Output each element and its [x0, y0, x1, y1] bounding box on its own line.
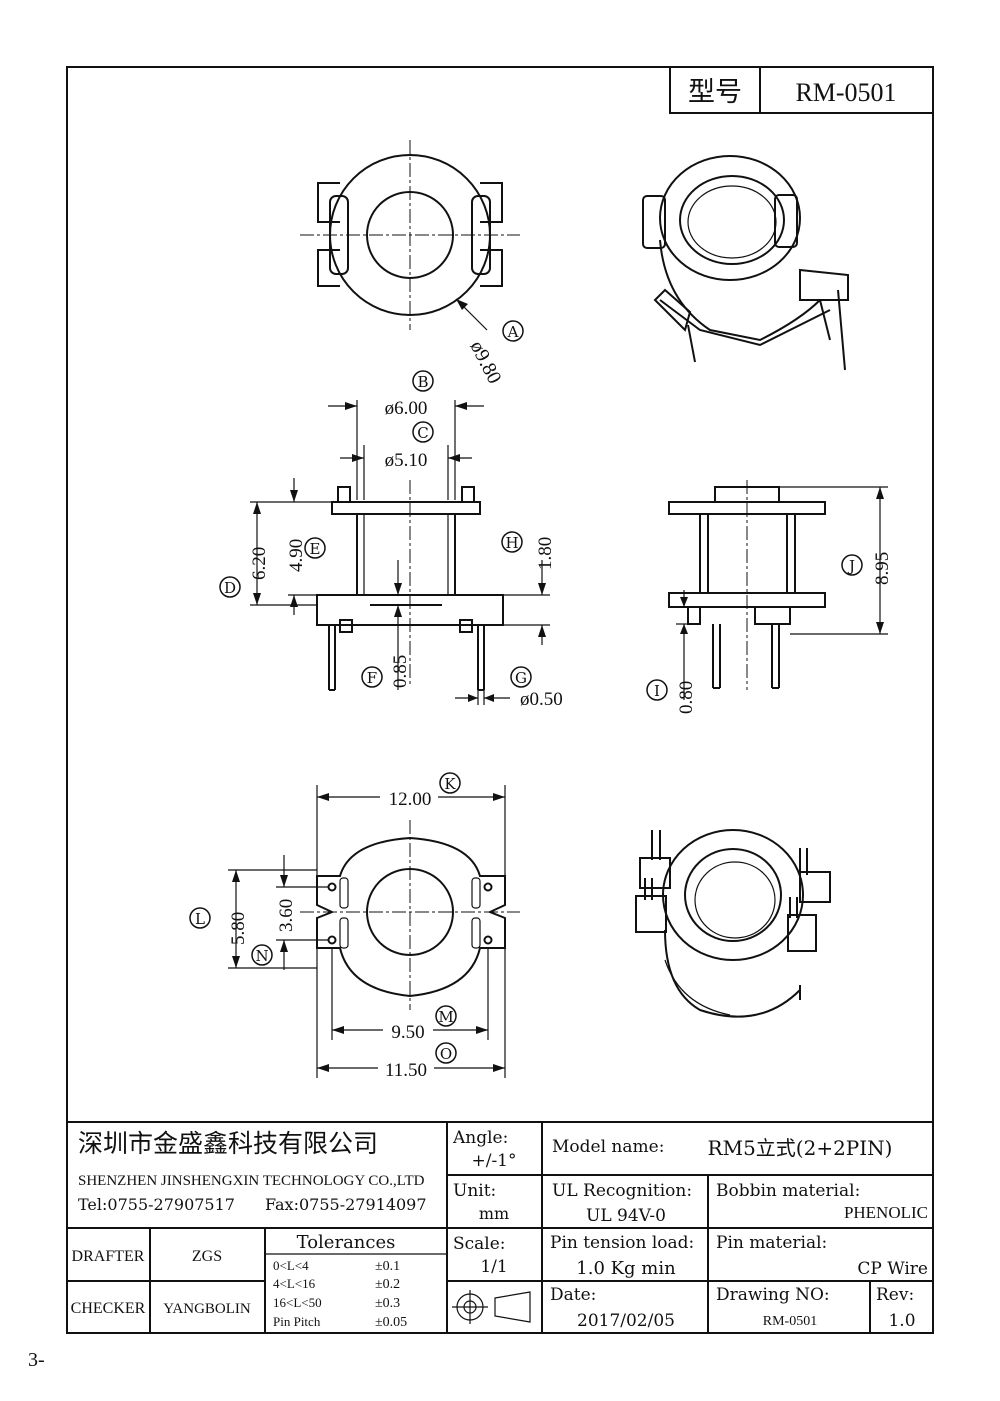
tolerance-value: ±0.3 — [375, 1296, 400, 1311]
company-name-cn: 深圳市金盛鑫科技有限公司 — [78, 1129, 378, 1158]
tolerance-table: 0<L<4 ±0.1 4<L<16 ±0.2 16<L<50 ±0.3 Pin … — [273, 1258, 407, 1330]
dim-I-letter: I — [654, 682, 660, 700]
tolerance-range: 16<L<50 — [273, 1295, 322, 1310]
tolerance-range: 4<L<16 — [273, 1276, 316, 1291]
tolerance-range: 0<L<4 — [273, 1258, 309, 1273]
dim-F-letter: F — [367, 669, 377, 687]
drawing-no-value: RM-0501 — [763, 1314, 817, 1329]
dim-I-value: 0.80 — [676, 681, 697, 714]
dim-N-letter: N — [255, 947, 268, 965]
dim-H-value: 1.80 — [535, 537, 556, 570]
model-name-value: RM5立式(2+2PIN) — [708, 1136, 893, 1160]
dim-E-letter: E — [310, 540, 321, 558]
angle-label: Angle: — [452, 1128, 508, 1148]
tolerance-value: ±0.2 — [375, 1277, 400, 1292]
date-value: 2017/02/05 — [577, 1311, 675, 1331]
company-name-en: SHENZHEN JINSHENGXIN TECHNOLOGY CO.,LTD — [78, 1173, 425, 1189]
top-view: A ø9.80 — [300, 140, 524, 387]
tolerance-range: Pin Pitch — [273, 1314, 321, 1329]
model-header-box: 型号 RM-0501 — [669, 66, 934, 114]
dim-D-value: 6.20 — [249, 547, 270, 580]
bobbin-label: Bobbin material: — [716, 1181, 860, 1201]
dim-A-letter: A — [507, 323, 519, 341]
iso-view-bottom — [635, 829, 831, 1018]
checker-label: CHECKER — [71, 1300, 146, 1317]
drafter-value: ZGS — [192, 1248, 222, 1265]
dim-B-letter: B — [417, 373, 428, 391]
dim-K-value: 12.00 — [389, 789, 432, 810]
dim-H-letter: H — [505, 534, 518, 552]
tolerance-value: ±0.1 — [375, 1259, 400, 1274]
dim-C-value: ø5.10 — [385, 450, 428, 471]
dim-M-value: 9.50 — [391, 1022, 424, 1043]
ul-label: UL Recognition: — [552, 1181, 692, 1201]
dim-F-value: 0.85 — [390, 655, 411, 688]
model-label: 型号 — [688, 77, 742, 108]
dim-O-letter: O — [440, 1045, 452, 1063]
dim-L-value: 5.80 — [228, 912, 249, 945]
rev-label: Rev: — [876, 1285, 914, 1305]
iso-view-top — [642, 155, 849, 371]
dim-M-letter: M — [438, 1008, 453, 1026]
side-view: 8.95 J 0.80 I — [646, 480, 893, 714]
bottom-view: 12.00 K 5.80 L 3.60 N 9.50 M — [189, 772, 520, 1081]
pin-tension-label: Pin tension load: — [550, 1233, 694, 1253]
tolerance-value: ±0.05 — [375, 1315, 407, 1330]
model-name-label: Model name: — [552, 1137, 664, 1157]
unit-value: mm — [479, 1204, 509, 1223]
company-tel: Tel:0755-27907517 — [78, 1195, 235, 1214]
dim-N-value: 3.60 — [276, 899, 297, 932]
unit-label: Unit: — [453, 1181, 496, 1201]
dim-G-letter: G — [515, 669, 527, 687]
ul-value: UL 94V-0 — [586, 1206, 666, 1226]
rev-value: 1.0 — [888, 1311, 915, 1331]
pin-tension-value: 1.0 Kg min — [576, 1258, 676, 1279]
pin-material-value: CP Wire — [857, 1259, 928, 1279]
dim-J-letter: J — [847, 557, 855, 575]
dim-K-letter: K — [444, 775, 456, 793]
model-value: RM-0501 — [795, 78, 896, 107]
tolerances-title: Tolerances — [297, 1232, 396, 1253]
drawing-no-label: Drawing NO: — [716, 1285, 830, 1305]
checker-value: YANGBOLIN — [163, 1301, 251, 1317]
front-view: B ø6.00 C ø5.10 6.20 D 4.90 E — [219, 370, 563, 710]
dim-E-value: 4.90 — [286, 539, 307, 572]
company-fax: Fax:0755-27914097 — [265, 1195, 427, 1214]
projection-symbol-icon — [452, 1290, 531, 1324]
dim-L-letter: L — [195, 910, 205, 928]
dim-A-value: ø9.80 — [466, 337, 506, 387]
dim-B-value: ø6.00 — [385, 398, 428, 419]
angle-value: +/-1° — [471, 1151, 516, 1171]
drawing-frame — [66, 66, 934, 1334]
dim-D-letter: D — [224, 579, 236, 597]
bobbin-value: PHENOLIC — [844, 1203, 928, 1222]
dim-G-value: ø0.50 — [520, 689, 563, 710]
dim-C-letter: C — [417, 424, 428, 442]
date-label: Date: — [550, 1285, 596, 1305]
dim-J-value: 8.95 — [872, 552, 893, 585]
drafter-label: DRAFTER — [72, 1248, 145, 1265]
scale-value: 1/1 — [480, 1257, 507, 1277]
dim-O-value: 11.50 — [385, 1060, 427, 1081]
scale-label: Scale: — [453, 1234, 506, 1254]
page-number: 3- — [28, 1349, 45, 1371]
pin-material-label: Pin material: — [716, 1233, 827, 1253]
title-block: 深圳市金盛鑫科技有限公司 SHENZHEN JINSHENGXIN TECHNO… — [67, 1121, 933, 1333]
